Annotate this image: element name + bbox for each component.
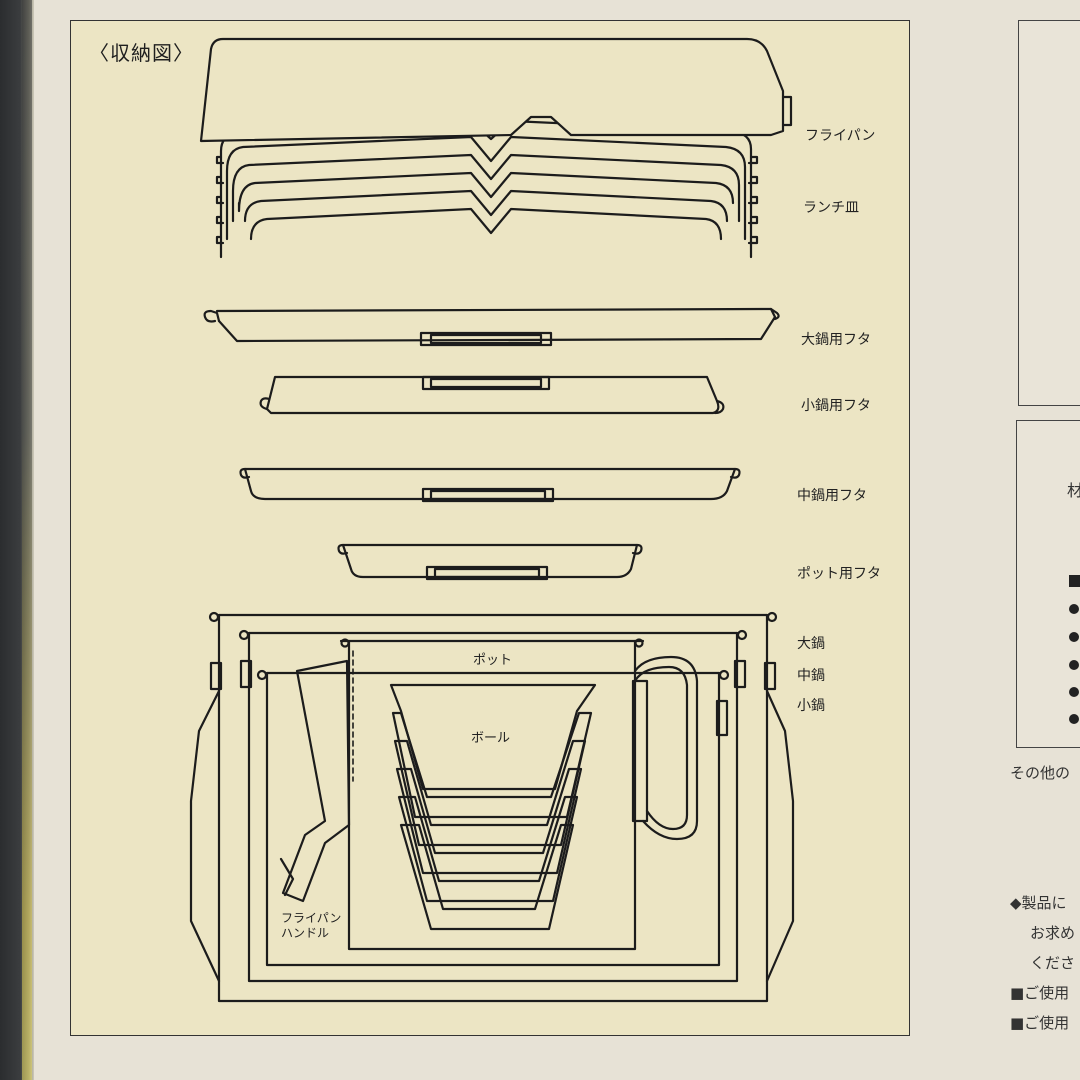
storage-diagram-art — [189, 37, 795, 1003]
label-small-pot: 小鍋 — [797, 698, 825, 714]
small-pot-lid — [259, 375, 725, 415]
spec-square-icon — [1069, 575, 1080, 587]
label-large-pot: 大鍋 — [797, 636, 825, 652]
bullet-icon — [1069, 714, 1079, 724]
label-kettle-lid: ポット用フタ — [797, 566, 881, 582]
medium-pot-lid — [239, 467, 741, 503]
note-line-1: ◆製品に — [1010, 894, 1067, 912]
note-line-5: ■ご使用 — [1010, 1014, 1070, 1032]
bullet-icon — [1069, 660, 1079, 670]
label-frypan-handle-line1: フライパン — [281, 911, 342, 925]
left-edge-accent — [22, 0, 32, 1080]
label-large-pot-lid: 大鍋用フタ — [801, 332, 871, 348]
material-fragment: 材 — [1067, 481, 1080, 500]
other-fragment: その他の — [1010, 764, 1071, 782]
note-line-2: お求め — [1030, 924, 1076, 942]
bullet-icon — [1069, 632, 1079, 642]
label-lunch-plate: ランチ皿 — [803, 200, 859, 216]
label-medium-pot: 中鍋 — [797, 668, 825, 684]
large-pot-lid — [203, 307, 780, 347]
bullet-icon — [1069, 604, 1079, 614]
storage-diagram-panel: 〈収納図〉 — [70, 20, 910, 1036]
kettle-lid — [337, 543, 643, 581]
plate-stack — [199, 37, 793, 259]
right-spec-box: 材 — [1016, 420, 1080, 748]
right-top-box — [1018, 20, 1080, 406]
label-frypan: フライパン — [805, 128, 876, 144]
diagram-title: 〈収納図〉 — [89, 41, 194, 65]
nested-pots — [189, 611, 795, 1003]
label-bowl: ボール — [471, 731, 511, 746]
label-frypan-handle-line2: ハンドル — [281, 926, 330, 940]
note-line-3: くださ — [1030, 954, 1076, 972]
bullet-icon — [1069, 687, 1079, 697]
note-line-4: ■ご使用 — [1010, 984, 1070, 1002]
label-medium-pot-lid: 中鍋用フタ — [797, 488, 867, 504]
label-kettle: ポット — [473, 653, 513, 668]
label-small-pot-lid: 小鍋用フタ — [801, 398, 871, 414]
